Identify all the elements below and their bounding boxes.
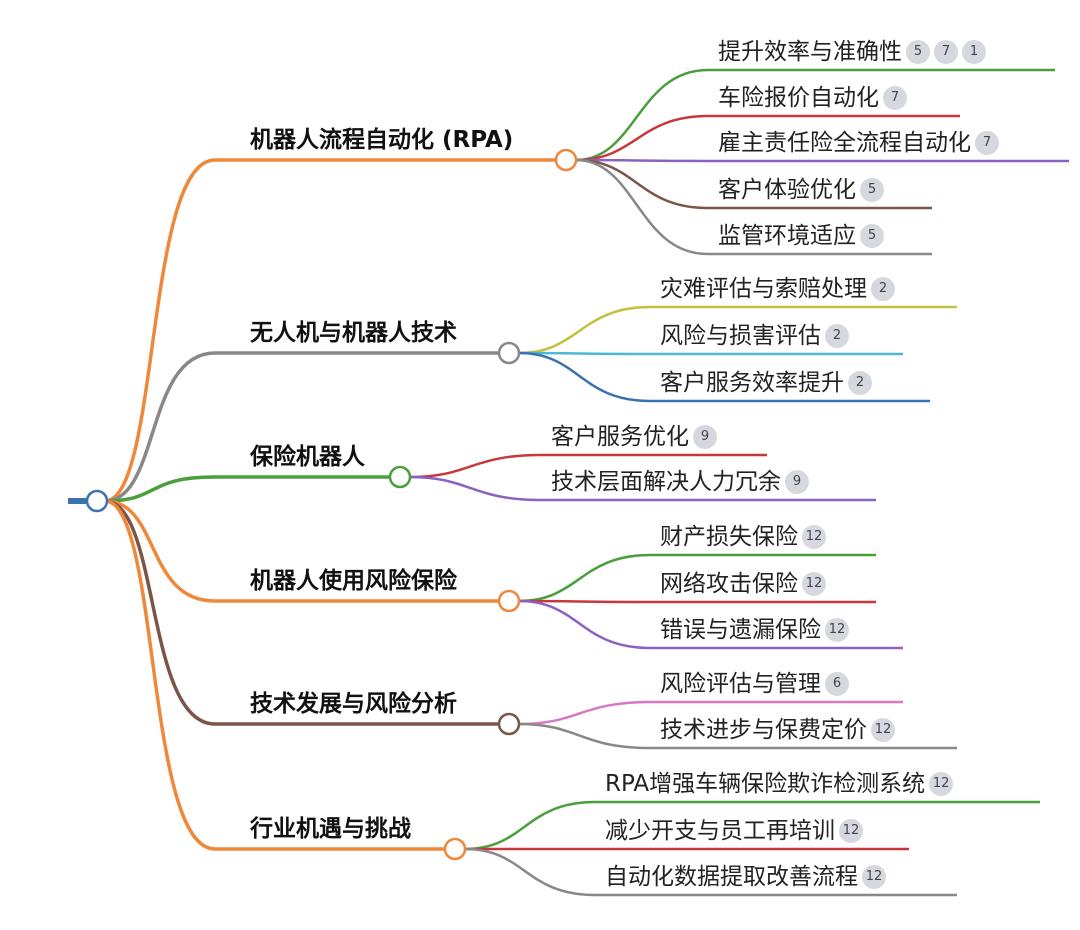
leaf-connector bbox=[518, 351, 930, 403]
reference-badge[interactable]: 5 bbox=[860, 178, 884, 202]
reference-badge[interactable]: 5 bbox=[906, 40, 930, 64]
branch-label[interactable]: 无人机与机器人技术 bbox=[250, 320, 457, 346]
leaf-connector bbox=[518, 599, 903, 650]
root-node-circle bbox=[85, 489, 109, 513]
branch-connector bbox=[104, 158, 556, 503]
leaf-label: 雇主责任险全流程自动化 bbox=[718, 130, 971, 156]
leaf-connector bbox=[518, 305, 957, 355]
leaf-label: 客户体验优化 bbox=[718, 177, 856, 203]
leaf-connector bbox=[575, 158, 1069, 163]
leaf-label: 监管环境适应 bbox=[718, 223, 856, 249]
reference-badge[interactable]: 2 bbox=[848, 371, 872, 395]
leaf-label: 客户服务优化 bbox=[551, 424, 689, 450]
leaf-label: 车险报价自动化 bbox=[718, 85, 879, 111]
leaf-label: 灾难评估与索赔处理 bbox=[660, 276, 867, 302]
root-stem bbox=[68, 498, 90, 504]
branch-connector bbox=[104, 499, 445, 851]
leaf-connector bbox=[464, 800, 1040, 851]
leaf-label: 提升效率与准确性 bbox=[718, 39, 902, 65]
leaf-connector bbox=[575, 158, 932, 256]
leaf-label: 减少开支与员工再培训 bbox=[605, 818, 835, 844]
reference-badge[interactable]: 12 bbox=[871, 718, 895, 742]
reference-badge[interactable]: 6 bbox=[825, 672, 849, 696]
reference-badge[interactable]: 2 bbox=[871, 277, 895, 301]
reference-badge[interactable]: 9 bbox=[785, 470, 809, 494]
leaf-connector bbox=[518, 722, 957, 750]
leaf-label: 技术层面解决人力冗余 bbox=[551, 469, 781, 495]
leaf-label: 财产损失保险 bbox=[660, 524, 798, 550]
leaf-connector bbox=[409, 453, 767, 479]
reference-badge[interactable]: 9 bbox=[693, 425, 717, 449]
leaf-connector bbox=[575, 158, 932, 210]
branch-connector bbox=[104, 499, 499, 726]
reference-badge[interactable]: 7 bbox=[975, 131, 999, 155]
reference-badge[interactable]: 12 bbox=[862, 865, 886, 889]
reference-badge[interactable]: 12 bbox=[802, 572, 826, 596]
leaf-connector bbox=[518, 700, 903, 726]
leaf-label: 错误与遗漏保险 bbox=[660, 617, 821, 643]
leaf-connector bbox=[409, 475, 876, 502]
leaf-label: 技术进步与保费定价 bbox=[660, 717, 867, 743]
branch-connector bbox=[104, 499, 499, 603]
reference-badge[interactable]: 12 bbox=[802, 525, 826, 549]
leaf-label: 风险评估与管理 bbox=[660, 671, 821, 697]
branch-label[interactable]: 机器人流程自动化 (RPA) bbox=[250, 127, 514, 153]
branch-node-circle bbox=[497, 341, 521, 365]
leaf-connector bbox=[518, 553, 876, 603]
branch-node-circle bbox=[497, 712, 521, 736]
leaf-label: 自动化数据提取改善流程 bbox=[605, 864, 858, 890]
reference-badge[interactable]: 1 bbox=[962, 40, 986, 64]
branch-label[interactable]: 机器人使用风险保险 bbox=[250, 568, 457, 594]
branch-connector bbox=[104, 475, 390, 503]
branch-label[interactable]: 行业机遇与挑战 bbox=[250, 816, 411, 842]
branch-label[interactable]: 保险机器人 bbox=[250, 444, 365, 470]
reference-badge[interactable]: 12 bbox=[839, 819, 863, 843]
branch-node-circle bbox=[554, 148, 578, 172]
leaf-label: 网络攻击保险 bbox=[660, 571, 798, 597]
reference-badge[interactable]: 7 bbox=[883, 86, 907, 110]
branch-node-circle bbox=[497, 589, 521, 613]
branch-connector bbox=[104, 351, 499, 503]
branch-node-circle bbox=[388, 465, 412, 489]
branch-label[interactable]: 技术发展与风险分析 bbox=[250, 691, 457, 717]
reference-badge[interactable]: 7 bbox=[934, 40, 958, 64]
leaf-label: 风险与损害评估 bbox=[660, 323, 821, 349]
reference-badge[interactable]: 12 bbox=[929, 772, 954, 796]
leaf-connector bbox=[518, 599, 876, 604]
leaf-label: RPA增强车辆保险欺诈检测系统 bbox=[605, 771, 926, 797]
leaf-connector bbox=[518, 351, 903, 356]
reference-badge[interactable]: 12 bbox=[825, 618, 849, 642]
reference-badge[interactable]: 5 bbox=[860, 224, 884, 248]
leaf-connector bbox=[464, 847, 957, 897]
leaf-connector bbox=[575, 114, 960, 162]
leaf-connector bbox=[575, 68, 1055, 162]
branch-node-circle bbox=[443, 837, 467, 861]
leaf-label: 客户服务效率提升 bbox=[660, 370, 844, 396]
reference-badge[interactable]: 2 bbox=[825, 324, 849, 348]
